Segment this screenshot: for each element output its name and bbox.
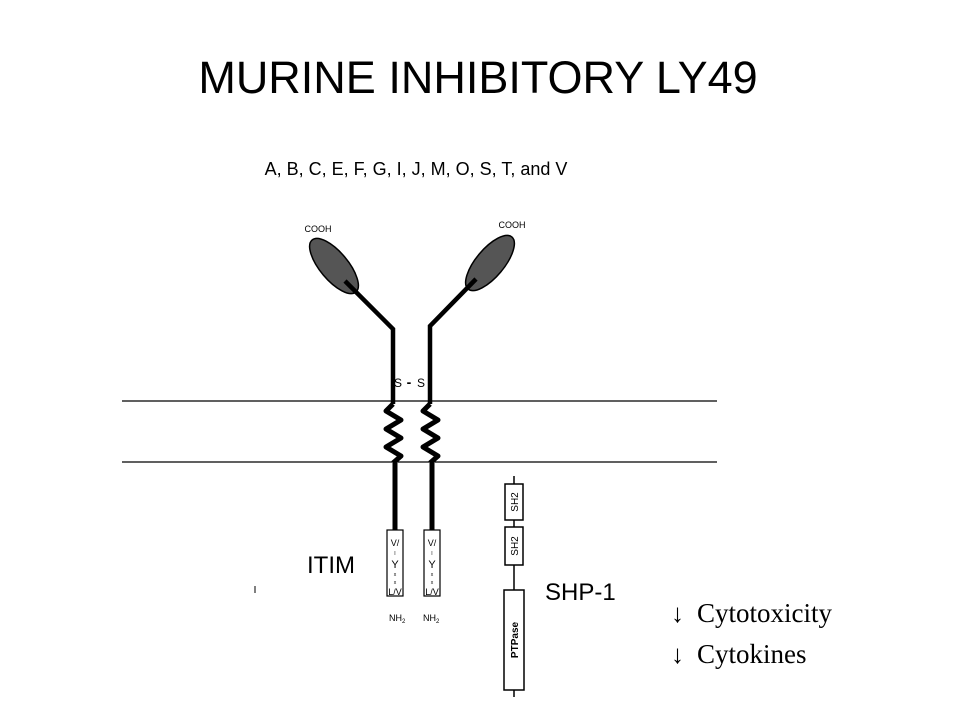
page-title: MURINE INHIBITORY LY49 (198, 52, 757, 103)
effect-cytotoxicity: Cytotoxicity (697, 598, 833, 628)
itim-residue: x (394, 572, 397, 578)
stalk-right (427, 277, 478, 404)
sulfur-right: S (417, 376, 425, 390)
shp1-label: SHP-1 (545, 579, 616, 606)
itim-residue: Y (428, 559, 436, 571)
itim-box-right (423, 529, 441, 597)
itim-residue: x (394, 580, 397, 586)
itim-residue: V/ (391, 538, 400, 548)
cooh-label-left: COOH (305, 224, 332, 234)
itim-residue: L/V (425, 587, 439, 597)
sh2-domain-1 (504, 483, 524, 521)
ptpase-label: PTPase (510, 621, 521, 658)
stalk-left (343, 279, 396, 404)
itim-box-left (386, 529, 404, 597)
sh2-domain-label: SH2 (510, 536, 521, 556)
itim-residue: V/ (428, 538, 437, 548)
isoform-list: A, B, C, E, F, G, I, J, M, O, S, T, and … (265, 159, 568, 179)
itim-label: ITIM (307, 552, 355, 579)
nh2-label-right: NH2 (423, 613, 440, 625)
itim-residue: x (431, 572, 434, 578)
transmembrane-helix-right (420, 402, 441, 465)
itim-residue: I (394, 551, 395, 557)
itim-residue: L/V (388, 587, 402, 597)
down-arrow: ↓ (671, 599, 684, 628)
ptpase-domain (503, 589, 525, 691)
cooh-label-right: COOH (499, 220, 526, 230)
itim-residue: I (431, 551, 432, 557)
down-arrow: ↓ (671, 640, 684, 669)
transmembrane-helix-left (383, 402, 404, 465)
sulfur-left: S (394, 376, 402, 390)
itim-residue: Y (391, 559, 399, 571)
itim-residue: x (431, 580, 434, 586)
effect-cytokines: Cytokines (697, 639, 807, 669)
nh2-label-left: NH2 (389, 613, 406, 625)
disulfide-bond: - (407, 374, 412, 390)
sh2-domain-2 (504, 526, 524, 566)
sh2-domain-label: SH2 (510, 492, 521, 512)
